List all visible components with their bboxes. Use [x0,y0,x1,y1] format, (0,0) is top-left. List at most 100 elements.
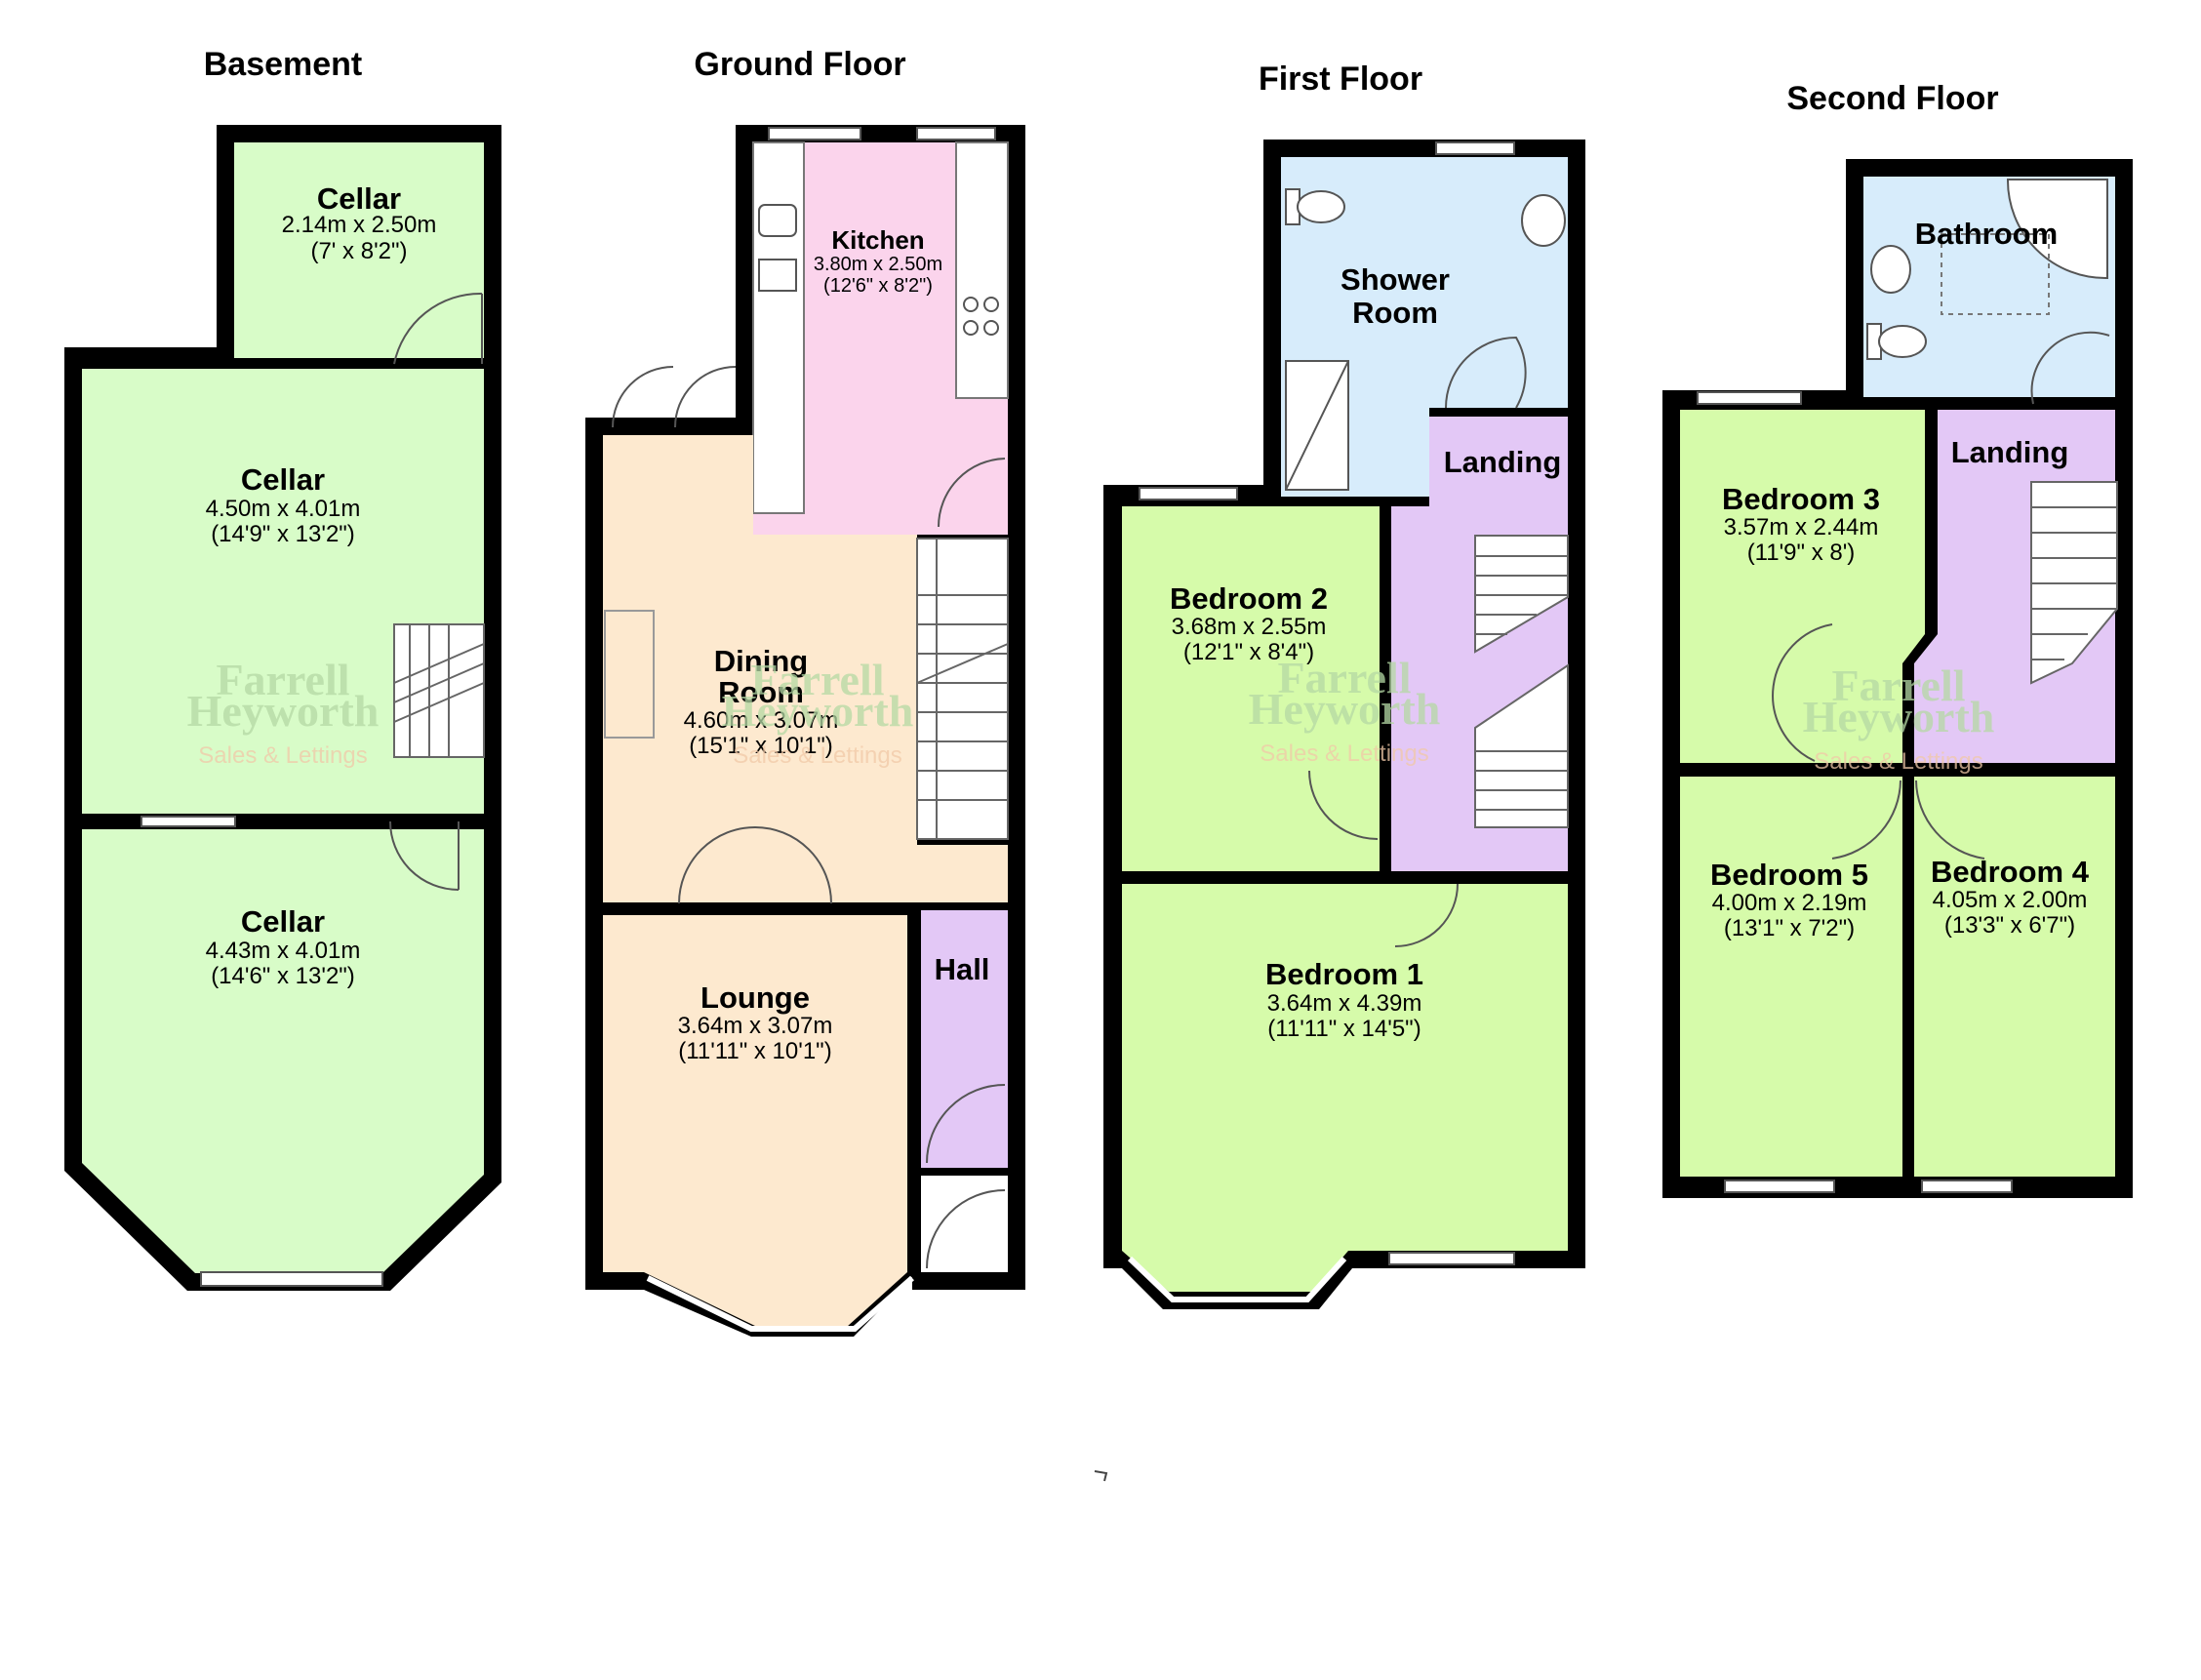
room-name: Bedroom 5 [1710,858,1868,892]
dining-room-area [603,435,1008,902]
window [200,1271,383,1287]
room-name: Bedroom 3 [1722,482,1880,516]
basin-icon [1521,194,1566,247]
watermark-brand: Heyworth [187,686,380,736]
watermark-brand: Farrell [1831,660,1965,710]
room-dimension-imperial: (12'6" x 8'2") [823,275,933,297]
bedroom-5-area [1680,777,1902,1177]
bedroom-2-area [1122,506,1380,871]
room-name: Room [1352,296,1438,330]
watermark-logo: Farrell Heyworth Sales & Lettings Farrel… [187,653,1995,775]
cellar-bottom-area [82,829,484,1273]
cellar-small-area [234,142,484,358]
watermark: Farrell Heyworth Sales & Lettings [1249,653,1441,767]
second-floor: Second Floor Bathroom Landing Bedroom 3 … [1662,80,2133,1198]
bedroom-4-door-swing [1915,780,1985,860]
room-dimension-imperial: (7' x 8'2") [310,238,407,264]
room-dimension-imperial: (12'1" x 8'4") [1183,639,1314,665]
room-dimension-metric: 2.14m x 2.50m [282,212,437,238]
room-name: Shower [1341,262,1450,297]
window [916,127,996,140]
watermark-brand: Heyworth [1249,684,1441,734]
watermark-brand: Heyworth [1803,692,1995,741]
room-dimension-imperial: (13'1" x 7'2") [1724,915,1855,941]
ground-floor: Ground Floor Kitchen 3.80m x 2.50m (12'6… [585,46,1025,1337]
basin-icon [1870,245,1911,294]
watermark-brand: Farrell [1277,653,1411,702]
floor-title-first: First Floor [1259,60,1422,98]
cellar-door-swing-lower [389,820,460,891]
kitchen-door-swing [938,458,1006,528]
window [1435,141,1515,155]
watermark-brand: Farrell [750,655,884,704]
window [1697,391,1802,405]
watermark: Farrell Heyworth Sales & Lettings [1803,660,1995,775]
bay-window [1127,1256,1347,1302]
room-name: Bedroom 2 [1170,581,1328,616]
hall-area [921,910,1008,1168]
cellar-middle-area [82,369,484,814]
toilet-icon [1285,188,1345,225]
room-name: Room [718,675,804,709]
room-dimension-metric: 4.50m x 4.01m [206,496,361,522]
bathroom-door-swing [2030,331,2110,405]
room-name: Bedroom 1 [1265,957,1423,991]
room-name: Bathroom [1915,217,2058,251]
room-name: Kitchen [831,225,924,255]
window [1724,1180,1835,1193]
room-dimension-imperial: (14'6" x 13'2") [211,963,355,989]
kitchen-side-counter [752,141,805,514]
room-dimension-metric: 4.43m x 4.01m [206,938,361,964]
window [1388,1252,1515,1265]
watermark-tagline: Sales & Lettings [198,742,367,769]
bedroom-1-door-swing [1394,883,1459,947]
bedroom-3-area [1680,410,1925,763]
french-door-swing [612,366,737,428]
room-dimension-metric: 4.05m x 2.00m [1933,887,2088,913]
bath-icon [2006,179,2108,280]
room-name: Landing [1951,435,2069,469]
shower-room-area [1281,157,1568,497]
window [1139,487,1238,500]
room-dimension-imperial: (11'11" x 10'1") [678,1038,831,1064]
room-name: Cellar [317,181,401,216]
room-dimension-imperial: (11'9" x 8') [1747,540,1856,566]
floor-title-basement: Basement [204,46,363,83]
watermark-tagline: Sales & Lettings [733,742,901,769]
window [768,127,861,140]
french-door-swing-lounge [678,826,832,904]
window [1921,1180,2013,1193]
room-name: Cellar [241,904,325,939]
room-name: Bedroom 4 [1931,855,2090,889]
room-dimension-imperial: (13'3" x 6'7") [1944,912,2075,939]
room-name: Lounge [700,980,810,1015]
bedroom-4-area [1914,777,2115,1177]
watermark: Farrell Heyworth Sales & Lettings [722,655,914,769]
room-dimension-metric: 3.68m x 2.55m [1172,614,1327,640]
basement-floor: Basement Cellar 2.14m x 2.50m (7' x 8'2"… [64,46,501,1291]
first-floor: First Floor Shower Room Landing Bedroom … [1103,60,1585,1309]
front-door-swing [926,1189,1006,1269]
room-dimension-metric: 4.60m x 3.07m [684,707,839,734]
hob-icon [963,297,999,336]
second-stairs [2030,481,2118,685]
room-dimension-metric: 4.00m x 2.19m [1712,890,1867,916]
room-name: Landing [1444,445,1562,479]
watermark-brand: Heyworth [722,686,914,736]
shower-tray-dashed [1941,233,2050,315]
sink-icon [758,204,797,292]
ground-stairs [916,538,1009,840]
room-dimension-metric: 3.57m x 2.44m [1724,514,1879,540]
floor-title-ground: Ground Floor [694,46,905,83]
room-dimension-imperial: (11'11" x 14'5") [1267,1016,1421,1042]
toilet-icon [1866,323,1927,360]
bay-window [646,1275,914,1332]
room-dimension-metric: 3.80m x 2.50m [814,254,942,275]
bedroom-3-door-swing [1772,623,1833,762]
lounge-area [603,915,907,1327]
room-dimension-imperial: (15'1" x 10'1") [689,733,833,759]
bedroom-1-area [1122,884,1568,1292]
watermark-brand: Farrell [216,655,349,704]
shower-room-door-swing [1445,336,1527,409]
